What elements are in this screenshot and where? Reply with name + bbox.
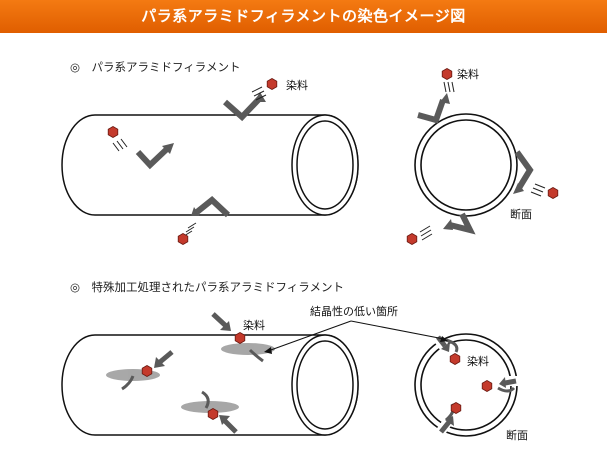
hexagon-icon — [177, 233, 189, 245]
arrow-icon — [443, 219, 453, 230]
low-crystallinity-label: 結晶性の低い箇所 — [310, 305, 398, 318]
arrow-icon — [440, 93, 450, 104]
hexagon-icon — [481, 380, 493, 392]
section-heading: ◎ 特殊加工処理されたパラ系アラミドフィラメント — [70, 280, 344, 294]
hexagon-icon — [107, 126, 119, 138]
treated-fiber-cylinder — [61, 334, 359, 436]
arrow-icon — [504, 378, 517, 386]
cross-section-circle — [414, 113, 518, 217]
arrow-icon — [513, 183, 524, 194]
fiber-cylinder — [61, 114, 359, 216]
dye-label: 染料 — [457, 68, 479, 81]
arrow-icon — [191, 207, 200, 216]
bent-arrow-icon — [417, 99, 446, 124]
dye-label: 染料 — [467, 355, 489, 368]
arrow-icon — [439, 420, 451, 434]
arrow-icon — [222, 418, 238, 434]
cross-section-label: 断面 — [510, 208, 532, 221]
hexagon-icon — [141, 365, 153, 377]
arrow-icon — [211, 312, 228, 328]
arrow-icon — [162, 143, 174, 154]
hexagon-icon — [207, 408, 219, 420]
section-heading: ◎ パラ系アラミドフィラメント — [70, 60, 241, 74]
hexagon-icon — [450, 402, 462, 414]
dye-label: 染料 — [286, 79, 308, 92]
page-title: パラ系アラミドフィラメントの染色イメージ図 — [141, 7, 466, 25]
hexagon-icon — [547, 187, 559, 199]
bent-arrow-icon — [449, 212, 476, 235]
hexagon-icon — [441, 68, 453, 80]
title-banner — [0, 0, 607, 33]
cross-section-label: 断面 — [506, 429, 528, 442]
bent-arrow-icon — [135, 145, 171, 170]
treated-cross-section-circle — [414, 333, 518, 437]
bent-arrow-icon — [195, 196, 231, 218]
bent-arrow-icon — [514, 150, 534, 190]
arrow-icon — [158, 350, 174, 364]
hexagon-icon — [449, 353, 461, 365]
dye-label: 染料 — [243, 319, 265, 332]
hexagon-icon — [266, 78, 278, 90]
hexagon-icon — [234, 332, 246, 344]
hexagon-icon — [406, 233, 418, 245]
bent-arrow-icon — [223, 95, 263, 122]
